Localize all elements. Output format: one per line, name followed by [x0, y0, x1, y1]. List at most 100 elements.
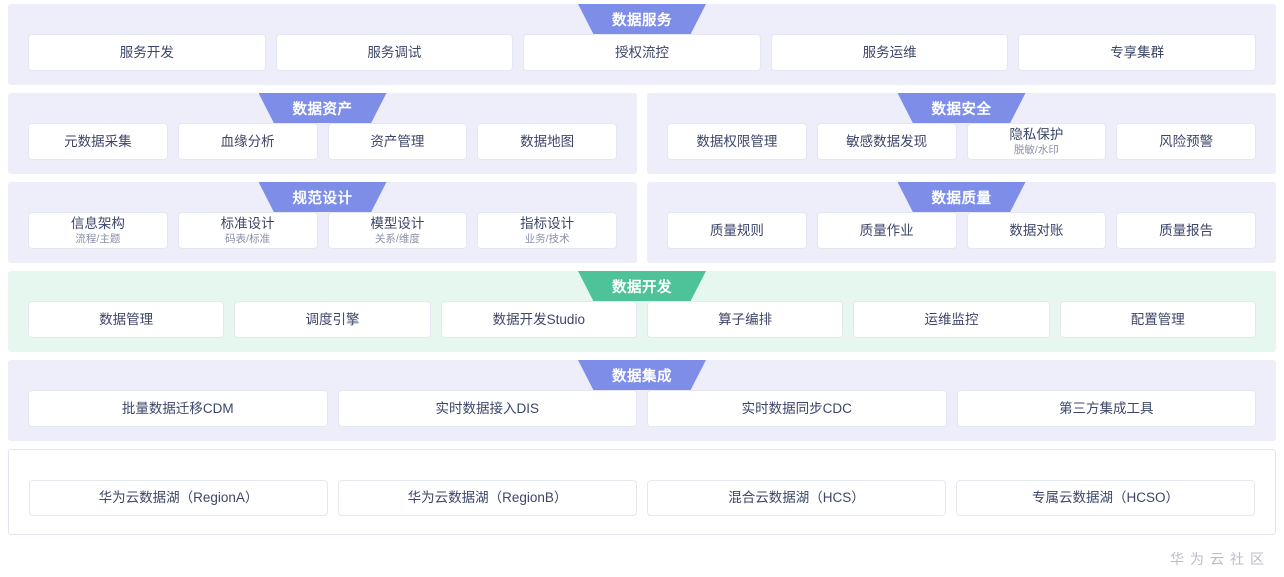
card-row-data-integration: 批量数据迁移CDM 实时数据接入DIS 实时数据同步CDC 第三方集成工具 — [28, 390, 1256, 427]
card-row-standard-design: 信息架构 流程/主题 标准设计 码表/标准 模型设计 关系/维度 指标设计 业务… — [28, 212, 617, 249]
section-title-data-asset: 数据资产 — [258, 93, 387, 123]
row-asset-security: 数据资产 元数据采集 血缘分析 资产管理 数据地图 数据安全 — [0, 93, 1284, 174]
section-title-data-service: 数据服务 — [578, 4, 706, 34]
card-label: 标准设计 — [220, 216, 275, 232]
spacer — [0, 263, 1284, 271]
card-huawei-cloud-datalake-region-b[interactable]: 华为云数据湖（RegionB） — [338, 480, 637, 516]
row-data-development: 数据开发 数据管理 调度引擎 数据开发Studio 算子编排 运维监控 — [0, 271, 1284, 352]
card-realtime-data-sync-cdc[interactable]: 实时数据同步CDC — [647, 390, 947, 427]
section-data-integration: 数据集成 批量数据迁移CDM 实时数据接入DIS 实时数据同步CDC 第三方集成… — [8, 360, 1276, 441]
card-label: 算子编排 — [718, 311, 773, 327]
card-data-map[interactable]: 数据地图 — [477, 123, 617, 160]
card-label: 敏感数据发现 — [846, 133, 928, 149]
card-risk-alert[interactable]: 风险预警 — [1116, 123, 1256, 160]
card-data-management[interactable]: 数据管理 — [28, 301, 225, 338]
spacer — [0, 352, 1284, 360]
card-huawei-cloud-datalake-region-a[interactable]: 华为云数据湖（RegionA） — [29, 480, 328, 516]
card-label: 配置管理 — [1130, 311, 1185, 327]
card-hybrid-cloud-datalake-hcs[interactable]: 混合云数据湖（HCS） — [647, 480, 946, 516]
card-quality-rules[interactable]: 质量规则 — [667, 212, 807, 249]
card-row-data-lake: 华为云数据湖（RegionA） 华为云数据湖（RegionB） 混合云数据湖（H… — [29, 480, 1255, 516]
card-service-ops[interactable]: 服务运维 — [770, 34, 1009, 71]
spacer — [0, 441, 1284, 449]
card-label: 资产管理 — [370, 133, 425, 149]
card-quality-jobs[interactable]: 质量作业 — [816, 212, 957, 249]
card-label: 数据管理 — [99, 311, 154, 327]
card-sublabel: 业务/技术 — [524, 232, 570, 245]
section-data-lake: 华为云数据湖（RegionA） 华为云数据湖（RegionB） 混合云数据湖（H… — [8, 449, 1276, 535]
section-data-service: 数据服务 服务开发 服务调试 授权流控 服务运维 专享集群 — [8, 4, 1276, 85]
card-quality-report[interactable]: 质量报告 — [1116, 212, 1256, 249]
card-metadata-collection[interactable]: 元数据采集 — [28, 123, 168, 160]
card-sublabel: 脱敏/水印 — [1013, 143, 1059, 156]
watermark: 华为云社区 — [1170, 551, 1270, 567]
card-data-development-studio[interactable]: 数据开发Studio — [440, 301, 637, 338]
card-label: 服务开发 — [119, 44, 174, 60]
card-data-reconciliation[interactable]: 数据对账 — [966, 212, 1107, 249]
card-label: 元数据采集 — [64, 133, 132, 149]
card-label: 服务调试 — [367, 44, 422, 60]
card-third-party-integration-tools[interactable]: 第三方集成工具 — [956, 390, 1256, 427]
card-label: 数据开发Studio — [492, 311, 585, 327]
card-dedicated-cluster[interactable]: 专享集群 — [1018, 34, 1256, 71]
row-design-quality: 规范设计 信息架构 流程/主题 标准设计 码表/标准 模型设计 关系/维度 指标… — [0, 182, 1284, 263]
card-label: 质量作业 — [859, 222, 914, 238]
card-label: 隐私保护 — [1009, 127, 1064, 143]
card-label: 实时数据接入DIS — [435, 400, 539, 416]
section-title-standard-design: 规范设计 — [258, 182, 387, 212]
card-label: 专属云数据湖（HCSO） — [1031, 490, 1179, 506]
card-scheduling-engine[interactable]: 调度引擎 — [234, 301, 431, 338]
card-standard-design[interactable]: 标准设计 码表/标准 — [177, 212, 318, 249]
card-operator-orchestration[interactable]: 算子编排 — [646, 301, 844, 338]
card-realtime-data-ingest-dis[interactable]: 实时数据接入DIS — [337, 390, 637, 427]
card-label: 运维监控 — [924, 311, 979, 327]
card-row-data-quality: 质量规则 质量作业 数据对账 质量报告 — [667, 212, 1256, 249]
card-config-management[interactable]: 配置管理 — [1059, 301, 1256, 338]
card-label: 华为云数据湖（RegionA） — [98, 490, 259, 506]
card-label: 华为云数据湖（RegionB） — [407, 490, 568, 506]
section-standard-design: 规范设计 信息架构 流程/主题 标准设计 码表/标准 模型设计 关系/维度 指标… — [8, 182, 637, 263]
card-batch-data-migration-cdm[interactable]: 批量数据迁移CDM — [28, 390, 328, 427]
card-indicator-design[interactable]: 指标设计 业务/技术 — [477, 212, 617, 249]
card-sublabel: 码表/标准 — [225, 232, 271, 245]
card-model-design[interactable]: 模型设计 关系/维度 — [327, 212, 468, 249]
row-data-service: 数据服务 服务开发 服务调试 授权流控 服务运维 专享集群 — [0, 0, 1284, 85]
card-row-data-service: 服务开发 服务调试 授权流控 服务运维 专享集群 — [28, 34, 1256, 71]
card-label: 授权流控 — [614, 44, 669, 60]
card-information-architecture[interactable]: 信息架构 流程/主题 — [28, 212, 168, 249]
spacer — [0, 85, 1284, 93]
card-sensitive-data-discovery[interactable]: 敏感数据发现 — [816, 123, 957, 160]
card-privacy-protection[interactable]: 隐私保护 脱敏/水印 — [966, 123, 1107, 160]
card-row-data-development: 数据管理 调度引擎 数据开发Studio 算子编排 运维监控 配置管理 — [28, 301, 1256, 338]
card-label: 第三方集成工具 — [1059, 400, 1154, 416]
card-asset-management[interactable]: 资产管理 — [327, 123, 468, 160]
card-label: 服务运维 — [862, 44, 917, 60]
card-label: 血缘分析 — [220, 133, 275, 149]
card-label: 信息架构 — [70, 216, 125, 232]
card-row-data-security: 数据权限管理 敏感数据发现 隐私保护 脱敏/水印 风险预警 — [667, 123, 1256, 160]
card-ops-monitoring[interactable]: 运维监控 — [853, 301, 1050, 338]
section-data-asset: 数据资产 元数据采集 血缘分析 资产管理 数据地图 — [8, 93, 637, 174]
spacer — [0, 174, 1284, 182]
section-data-quality: 数据质量 质量规则 质量作业 数据对账 质量报告 — [647, 182, 1276, 263]
row-data-lake: 华为云数据湖（RegionA） 华为云数据湖（RegionB） 混合云数据湖（H… — [0, 449, 1284, 535]
card-dedicated-cloud-datalake-hcso[interactable]: 专属云数据湖（HCSO） — [956, 480, 1255, 516]
card-service-development[interactable]: 服务开发 — [28, 34, 266, 71]
section-title-data-security: 数据安全 — [897, 93, 1026, 123]
card-label: 批量数据迁移CDM — [121, 400, 234, 416]
card-label: 数据权限管理 — [696, 133, 778, 149]
card-data-permission-management[interactable]: 数据权限管理 — [667, 123, 807, 160]
card-label: 风险预警 — [1159, 133, 1214, 149]
card-lineage-analysis[interactable]: 血缘分析 — [177, 123, 318, 160]
section-title-data-development: 数据开发 — [578, 271, 706, 301]
card-service-debug[interactable]: 服务调试 — [275, 34, 514, 71]
card-label: 数据地图 — [520, 133, 575, 149]
section-data-security: 数据安全 数据权限管理 敏感数据发现 隐私保护 脱敏/水印 风险预警 — [647, 93, 1276, 174]
card-sublabel: 关系/维度 — [374, 232, 420, 245]
card-auth-flow-control[interactable]: 授权流控 — [523, 34, 761, 71]
card-row-data-asset: 元数据采集 血缘分析 资产管理 数据地图 — [28, 123, 617, 160]
card-label: 混合云数据湖（HCS） — [728, 490, 865, 506]
card-label: 调度引擎 — [305, 311, 360, 327]
card-label: 专享集群 — [1110, 44, 1165, 60]
